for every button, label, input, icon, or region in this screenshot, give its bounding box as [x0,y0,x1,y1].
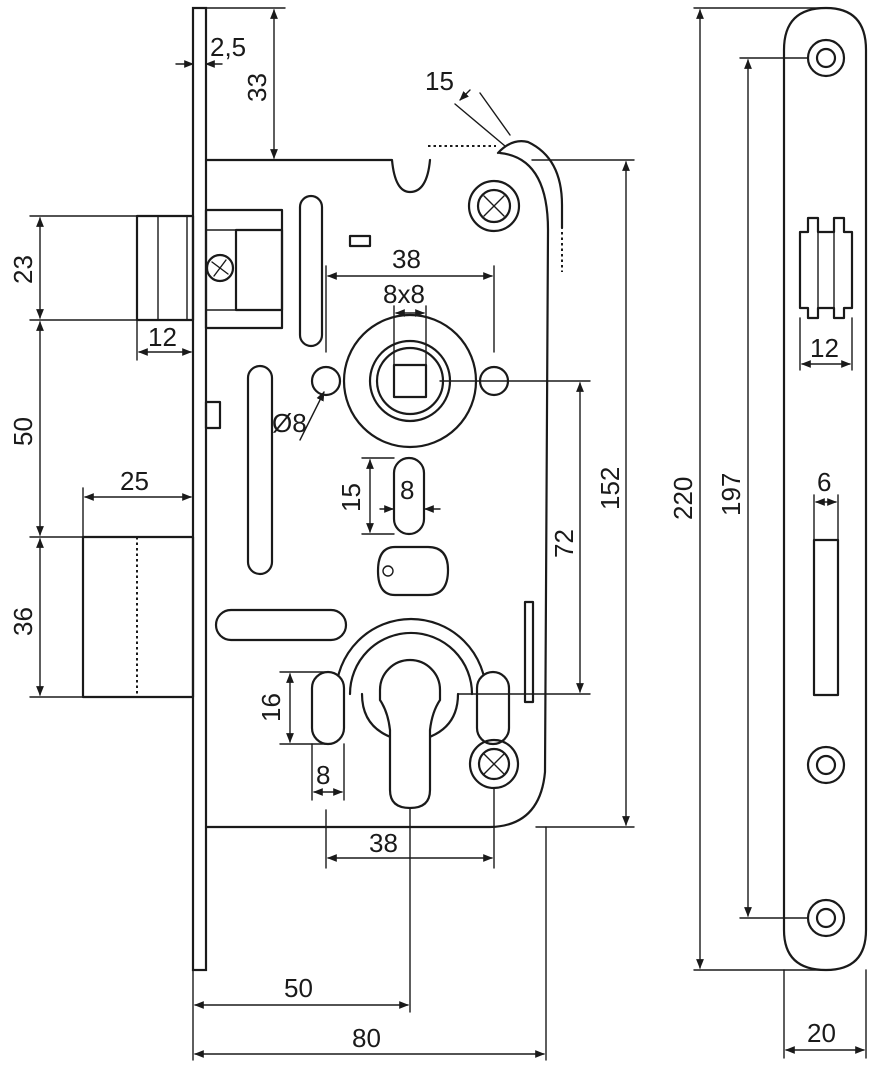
dim-slot-width: 8 [400,475,414,505]
keyhole-slot [376,545,450,597]
dim-cylinder-width: 8 [316,760,330,790]
dim-top-to-body: 33 [242,73,272,102]
faceplate [191,6,208,972]
slot-horizontal [214,608,348,642]
dim-body-depth: 80 [352,1023,381,1053]
bottom-screw-icon [468,738,520,790]
dim-plate-length: 220 [668,477,698,520]
dim-screw-spacing: 197 [716,473,746,516]
strike-latch-opening [798,216,854,320]
faceplate-catch [204,400,222,430]
dim-backset: 50 [284,973,313,1003]
dim-latch-to-bolt: 50 [8,417,38,446]
strike-screw-top-icon [806,38,846,78]
dim-bevel-angle: 15 [425,66,454,96]
edge-marker [523,600,535,704]
cylinder-hub [310,617,511,810]
lock-body-side-view [81,6,564,972]
pin-left [310,365,342,397]
dim-spindle-spacing: 38 [392,244,421,274]
cylinder-pin-right [475,670,511,746]
slot-top [298,194,324,348]
case-bevel [496,140,564,230]
top-screw-icon [467,179,521,233]
dim-faceplate-thickness: 2,5 [210,32,246,62]
dimensions-strike-plate: 220 197 12 6 20 [668,7,867,1059]
dim-cylinder-spacing: 38 [369,828,398,858]
dim-cylinder-height: 16 [256,693,286,722]
dim-strike-bolt-width: 6 [817,467,831,497]
dim-pin-diameter: Ø8 [272,408,307,438]
euro-cylinder-profile [378,658,442,810]
dim-bolt-height: 36 [8,607,38,636]
dim-slot-height: 15 [336,483,366,512]
lock-case [204,151,550,829]
dim-latch-depth: 12 [148,322,177,352]
dim-body-height: 152 [595,467,625,510]
small-mark [348,234,372,248]
dim-latch-height: 23 [8,255,38,284]
spindle-square-hole [392,363,428,399]
dead-bolt [81,535,195,699]
dim-spindle-to-cylinder: 72 [549,529,579,558]
slot-small [392,456,426,536]
dim-plate-width: 20 [807,1018,836,1048]
latch-bolt [135,208,284,330]
strike-screw-middle-icon [806,745,846,785]
strike-screw-bottom-icon [806,898,846,938]
strike-bolt-opening [812,538,840,697]
slot-long [246,364,274,576]
dim-strike-latch-width: 12 [810,333,839,363]
cylinder-pin-left [310,670,346,746]
dimensions-lock-body: 2,5 33 15 23 12 50 25 36 [8,7,635,1061]
dim-spindle-square: 8x8 [383,279,425,309]
dim-bolt-throw: 25 [120,466,149,496]
